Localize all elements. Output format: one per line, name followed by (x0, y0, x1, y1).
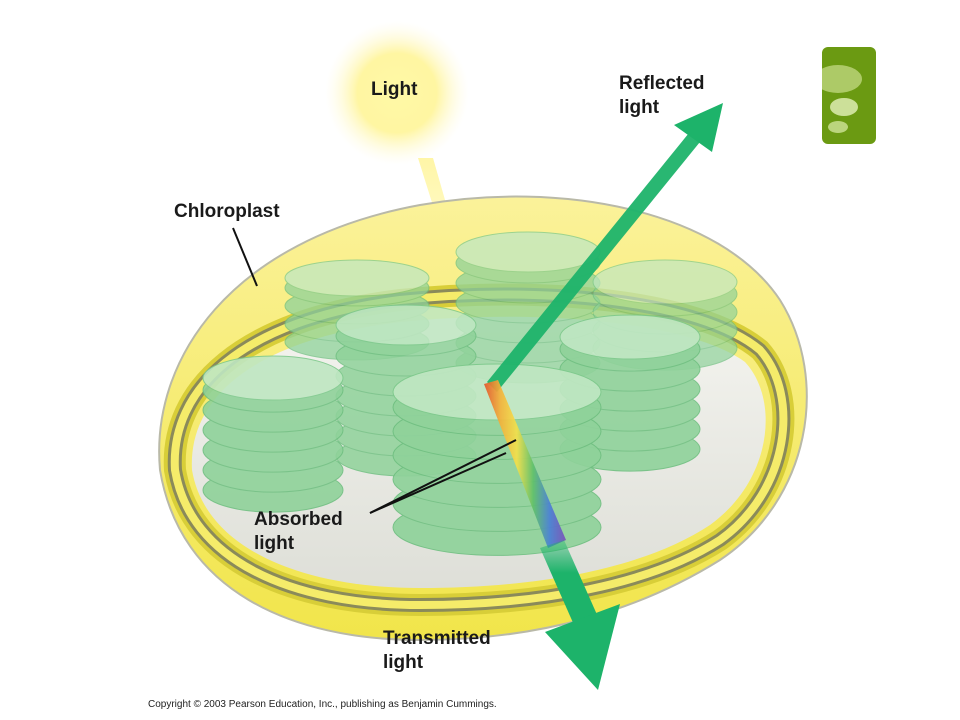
transmitted-light-label-line2: light (383, 652, 424, 673)
absorbed-light-label-line2: light (254, 533, 295, 554)
thylakoid-top (335, 304, 477, 346)
thylakoid-top (455, 231, 601, 273)
thylakoid-top (202, 355, 344, 401)
granum-stack (202, 355, 344, 513)
absorbed-pointer-line-1 (369, 439, 517, 514)
thylakoid-top (284, 259, 430, 297)
reflected-light-label-line2: light (619, 97, 660, 118)
absorbed-light-spectrum (484, 380, 566, 548)
reflected-light-label-line1: Reflected (619, 73, 705, 94)
thylakoid-top (559, 314, 701, 360)
speech-bubble-icon (822, 47, 876, 144)
sun-icon (325, 21, 469, 165)
reflected-light-arrow (487, 103, 723, 392)
light-label: Light (371, 79, 418, 100)
thylakoid-top (592, 259, 738, 305)
chloroplast-pointer-line (232, 227, 258, 287)
absorbed-light-label-line1: Absorbed (254, 509, 343, 530)
transmitted-light-label-line1: Transmitted (383, 628, 491, 649)
absorbed-pointer-line-2 (369, 452, 507, 514)
transmitted-light-arrow (540, 540, 620, 690)
chloroplast-label: Chloroplast (174, 201, 280, 222)
copyright-text: Copyright © 2003 Pearson Education, Inc.… (148, 699, 497, 710)
